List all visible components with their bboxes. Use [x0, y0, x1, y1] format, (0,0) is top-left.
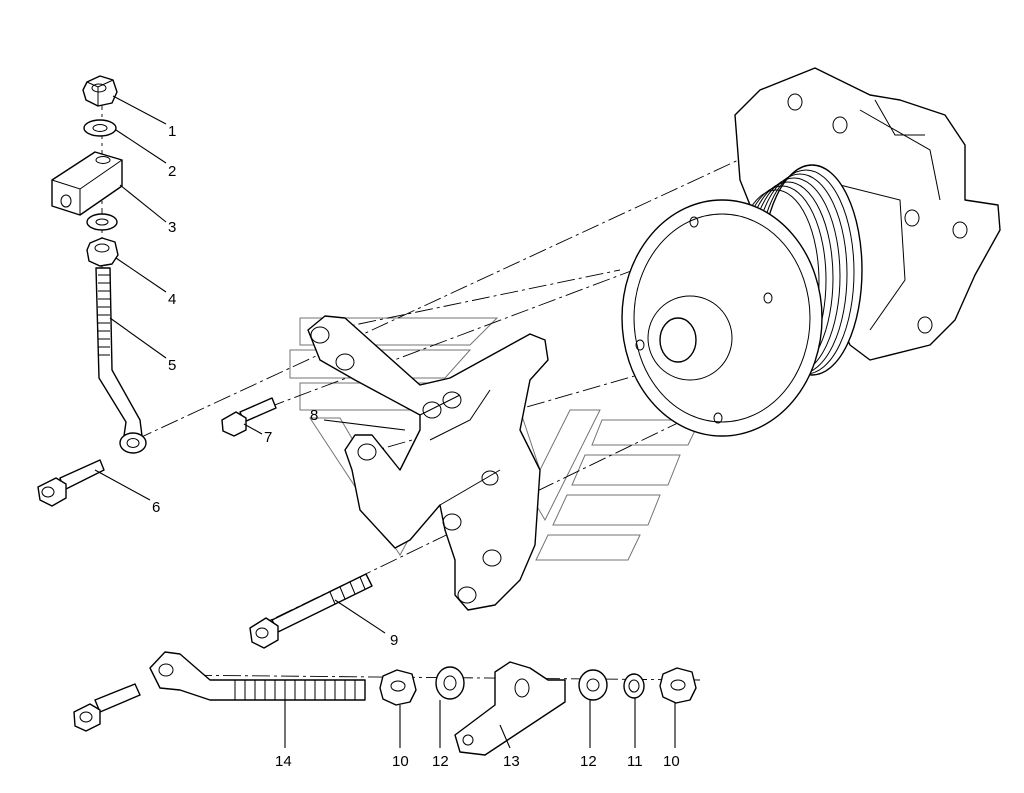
callout-4: 4: [168, 291, 176, 308]
part-7-bolt: [221, 397, 277, 437]
callout-12-left: 12: [432, 753, 449, 770]
part-1-nut: [82, 75, 118, 107]
part-12-washer-left: [435, 666, 465, 700]
callout-2: 2: [168, 163, 176, 180]
part-12-washer-right: [578, 669, 608, 701]
part-10-nut-left: [379, 669, 417, 706]
callout-1: 1: [168, 123, 176, 140]
part-2-washer: [83, 119, 117, 137]
part-14-adjusting-rod: [149, 651, 366, 701]
part-9-bolt: [249, 573, 373, 649]
part-3-block: [51, 151, 123, 216]
part-10-nut-right: [659, 667, 697, 704]
callout-12-right: 12: [580, 753, 597, 770]
callout-labels: 1 2 3 4 5 6 7 8 9 14 10 12 13 12 11 10: [152, 123, 680, 770]
callout-7: 7: [264, 429, 272, 446]
callout-13: 13: [503, 753, 520, 770]
callout-10-right: 10: [663, 753, 680, 770]
part-6-bolt: [37, 459, 105, 507]
callout-5: 5: [168, 357, 176, 374]
part-5-eye-rod: [95, 267, 147, 454]
part-14-bolt: [73, 683, 141, 732]
part-13-clamp: [454, 661, 566, 756]
callout-14: 14: [275, 753, 292, 770]
callout-9: 9: [390, 632, 398, 649]
callout-8: 8: [310, 407, 318, 424]
callout-3: 3: [168, 219, 176, 236]
part-8-bracket: [307, 315, 549, 611]
part-3-lower-washer: [86, 213, 118, 231]
callout-10-left: 10: [392, 753, 409, 770]
part-11-lock-washer: [623, 673, 645, 699]
leader-lines: [94, 95, 676, 749]
part-4-nut: [86, 237, 119, 267]
callout-6: 6: [152, 499, 160, 516]
callout-11: 11: [627, 753, 643, 770]
pump-with-pulley-assembly: [621, 67, 1001, 437]
